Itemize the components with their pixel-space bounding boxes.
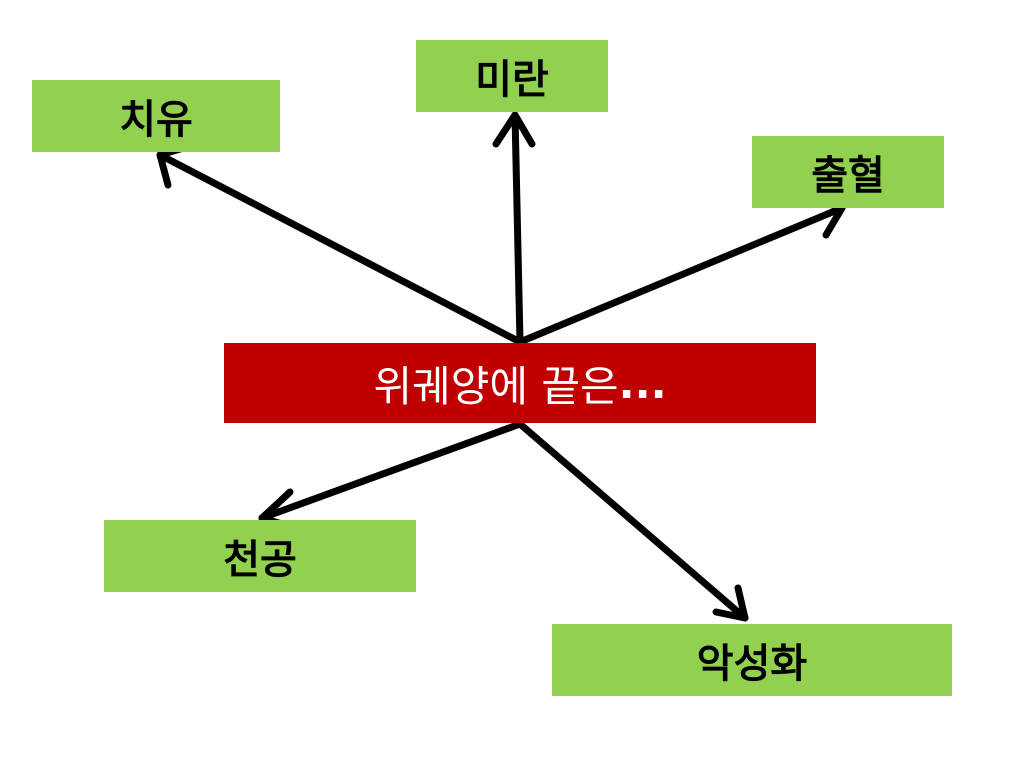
node-healing-label: 치유 — [119, 97, 193, 143]
node-malignant: 악성화 — [552, 624, 952, 696]
arrow-to-malignant — [516, 420, 749, 622]
node-perforation-label: 천공 — [223, 537, 297, 583]
node-bleeding-label: 출혈 — [811, 153, 885, 199]
node-erosion: 미란 — [416, 40, 608, 112]
arrow-to-bleeding — [516, 194, 846, 346]
node-healing: 치유 — [32, 80, 280, 152]
node-malignant-label: 악성화 — [696, 641, 808, 687]
arrow-to-healing — [156, 142, 524, 346]
node-perforation: 천공 — [104, 520, 416, 592]
node-erosion-label: 미란 — [475, 57, 549, 103]
arrow-to-perforation — [258, 420, 524, 532]
arrow-to-erosion — [492, 111, 536, 346]
center-label: 위궤양에 끝은 — [373, 361, 619, 411]
center-node: 위궤양에 끝은... — [224, 343, 816, 423]
center-ellipsis: ... — [618, 358, 667, 408]
node-bleeding: 출혈 — [752, 136, 944, 208]
